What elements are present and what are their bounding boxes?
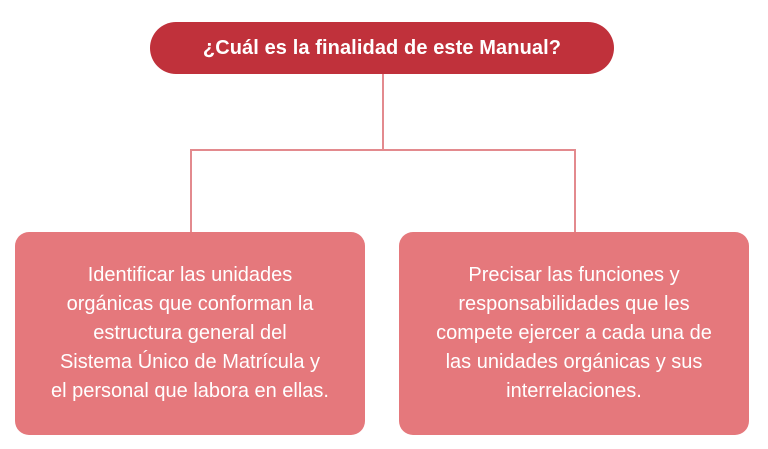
card-right-text: Precisar las funciones y responsabilidad… bbox=[436, 261, 712, 406]
card-right-line: compete ejercer a cada una de bbox=[436, 322, 712, 344]
card-right-line: las unidades orgánicas y sus bbox=[445, 351, 703, 373]
card-left: Identificar las unidades orgánicas que c… bbox=[15, 232, 365, 435]
card-left-line: Sistema Único de Matrícula y bbox=[59, 351, 321, 373]
connector-right-branch bbox=[574, 149, 576, 233]
card-right-line: responsabilidades que les bbox=[458, 293, 690, 315]
card-right-line: Precisar las funciones y bbox=[468, 264, 680, 286]
card-left-line: estructura general del bbox=[93, 322, 287, 344]
title-pill: ¿Cuál es la finalidad de este Manual? bbox=[150, 22, 614, 74]
card-left-line: el personal que labora en ellas. bbox=[51, 380, 329, 402]
connector-left-branch bbox=[190, 149, 192, 233]
connector-horizontal bbox=[190, 149, 575, 151]
card-right-line: interrelaciones. bbox=[506, 380, 642, 402]
title-text: ¿Cuál es la finalidad de este Manual? bbox=[202, 36, 562, 59]
card-left-line: Identificar las unidades bbox=[87, 264, 293, 286]
connector-trunk bbox=[382, 74, 384, 150]
card-left-line: orgánicas que conforman la bbox=[66, 293, 314, 315]
card-right: Precisar las funciones y responsabilidad… bbox=[399, 232, 749, 435]
card-left-text: Identificar las unidades orgánicas que c… bbox=[51, 261, 329, 406]
